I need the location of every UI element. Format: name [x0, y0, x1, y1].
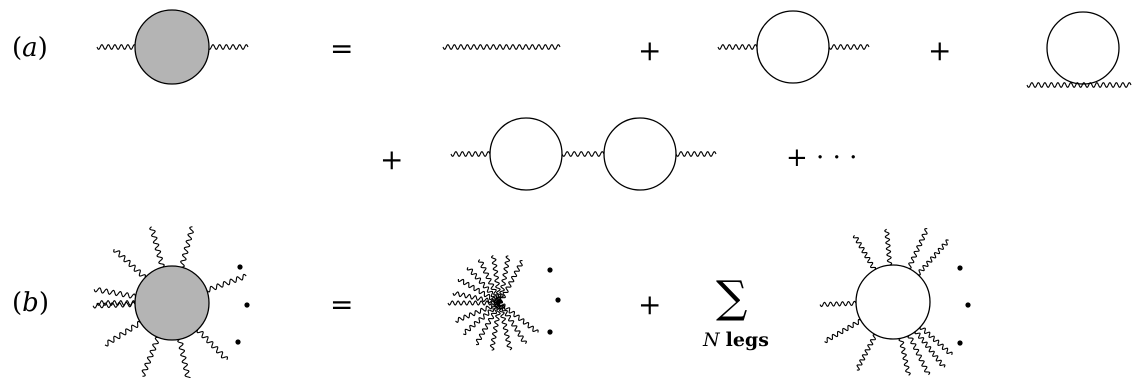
- dot: [547, 267, 553, 273]
- photon-line: [907, 334, 931, 376]
- equals-sign: =: [330, 32, 353, 65]
- dressed-blob: [134, 265, 210, 341]
- photon-line: [96, 300, 136, 306]
- dressed-blob: [134, 9, 210, 85]
- dot: [244, 302, 250, 308]
- photon-line: [475, 302, 501, 346]
- photon-line: [908, 228, 928, 270]
- equals-sign: =: [330, 288, 353, 321]
- panel-a-label: (a): [12, 33, 48, 63]
- photon-line: [450, 151, 491, 157]
- photon-line: [675, 151, 717, 157]
- photon-line: [914, 330, 946, 368]
- photon-line: [717, 44, 758, 50]
- dressed-n-point-vertex: [92, 226, 250, 378]
- photon-legs: [447, 255, 539, 351]
- sum-symbol: ∑: [716, 272, 747, 323]
- one-loop-n-point-diagram: [819, 228, 971, 376]
- loop-circle-right: [603, 117, 677, 191]
- tadpole-diagram: [1026, 11, 1132, 88]
- dot: [237, 264, 243, 270]
- photon-line: [196, 329, 229, 361]
- photon-line: [828, 44, 870, 50]
- photon-line: [207, 44, 249, 50]
- photon-line: [149, 226, 165, 268]
- photon-line: [856, 334, 876, 371]
- photon-legs: [92, 226, 247, 378]
- plus-ellipsis: + · · ·: [786, 143, 857, 173]
- photon-line: [919, 326, 953, 356]
- tadpole-loop: [1046, 11, 1120, 85]
- photon-line: [466, 267, 502, 304]
- photon-line: [490, 255, 503, 304]
- one-loop-diagram: [717, 10, 870, 84]
- photon-line: [92, 301, 136, 309]
- plus-sign: +: [928, 34, 951, 67]
- plus-sign: +: [638, 34, 661, 67]
- photon-line: [498, 302, 527, 344]
- photon-line: [447, 300, 501, 306]
- photon-line: [917, 239, 949, 276]
- dot: [965, 302, 971, 308]
- photon-line: [499, 260, 523, 304]
- dressed-propagator: [96, 9, 249, 85]
- dot: [957, 265, 963, 271]
- photon-line: [489, 302, 502, 351]
- bare-n-point-vertex: [447, 255, 561, 351]
- photon-line: [180, 226, 194, 268]
- photon-line: [828, 44, 870, 50]
- photon-line: [96, 44, 137, 50]
- plus-sign: +: [380, 143, 403, 176]
- photon-line: [207, 44, 249, 50]
- photon-line: [499, 302, 539, 333]
- photon-line: [852, 235, 877, 271]
- photon-line: [561, 151, 605, 157]
- photon-line: [477, 259, 502, 304]
- photon-line: [141, 336, 159, 377]
- loop-circle: [855, 264, 931, 340]
- dot: [547, 329, 553, 335]
- photon-line: [898, 337, 911, 376]
- photon-line: [455, 301, 501, 323]
- photon-line: [497, 302, 513, 351]
- photon-line: [442, 44, 561, 50]
- panel-b-label: (b): [12, 288, 49, 318]
- photon-line: [206, 273, 247, 293]
- dot: [235, 339, 241, 345]
- photon-legs: [819, 228, 953, 376]
- photon-line: [452, 291, 501, 305]
- photon-line: [96, 44, 137, 50]
- photon-line: [824, 318, 862, 344]
- photon-line: [177, 338, 191, 378]
- dot: [555, 297, 561, 303]
- photon-line: [675, 151, 717, 157]
- photon-line: [819, 300, 857, 308]
- photon-line: [561, 151, 605, 157]
- plus-sign: +: [638, 288, 661, 321]
- photon-line: [1026, 82, 1132, 88]
- photon-line: [463, 301, 501, 336]
- photon-line: [450, 151, 491, 157]
- loop-circle: [756, 10, 830, 84]
- photon-line: [498, 255, 511, 304]
- photon-line: [93, 287, 137, 299]
- two-loop-chain-diagram: [450, 117, 717, 191]
- bare-photon-propagator: [442, 44, 561, 50]
- photon-line: [1026, 82, 1132, 88]
- loop-circle-left: [489, 117, 563, 191]
- dot: [957, 340, 963, 346]
- photon-line: [884, 228, 893, 266]
- photon-line: [717, 44, 758, 50]
- photon-line: [104, 320, 141, 347]
- panel-a: (a) = + + + + · · ·: [12, 9, 1132, 191]
- photon-line: [113, 248, 146, 278]
- photon-line: [457, 278, 501, 304]
